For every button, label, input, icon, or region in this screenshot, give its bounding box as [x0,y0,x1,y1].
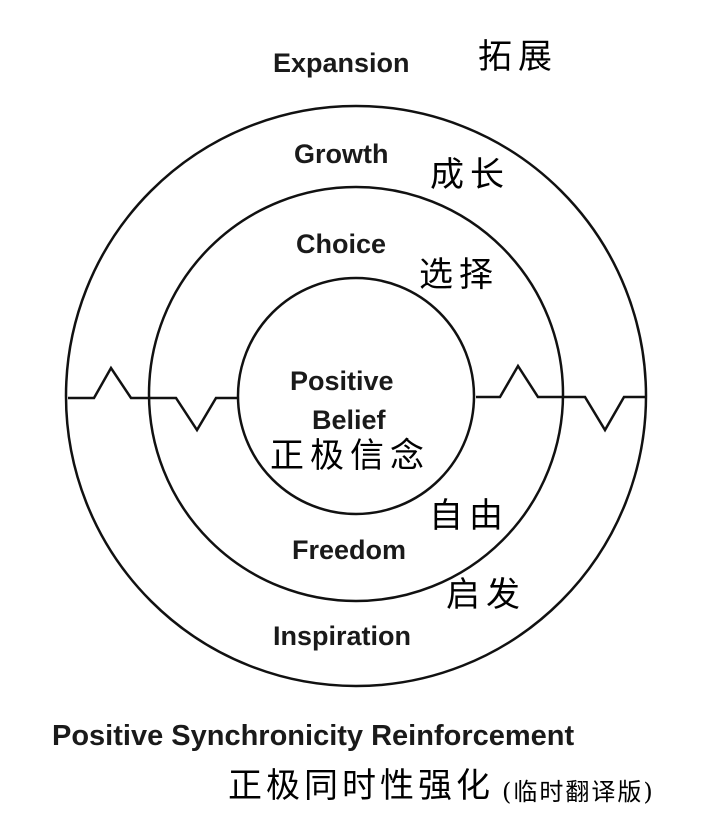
diagram-title: Positive Synchronicity Reinforcement [52,720,574,752]
growth-label-zh: 成长 [430,155,510,195]
right-wave-line [476,363,646,433]
expansion-label-zh: 拓展 [478,37,558,77]
positive-label: Positive [290,366,394,396]
choice-label: Choice [296,229,386,259]
inner-ring [236,276,476,516]
expansion-label: Expansion [273,48,410,78]
freedom-label: Freedom [292,535,406,565]
choice-label-zh: 选择 [419,255,499,295]
growth-label: Growth [294,139,389,169]
left-wave-line [68,365,238,433]
middle-ring [147,185,565,603]
diagram-title-zh-note: (临时翻译版) [502,778,655,806]
freedom-label-zh: 自由 [429,496,509,536]
inspiration-label: Inspiration [273,621,411,651]
positive-belief-label-zh: 正极信念 [270,436,430,476]
belief-label: Belief [312,405,387,435]
inspiration-label-zh: 启发 [446,575,526,615]
diagram-title-zh: 正极同时性强化 [228,766,494,806]
